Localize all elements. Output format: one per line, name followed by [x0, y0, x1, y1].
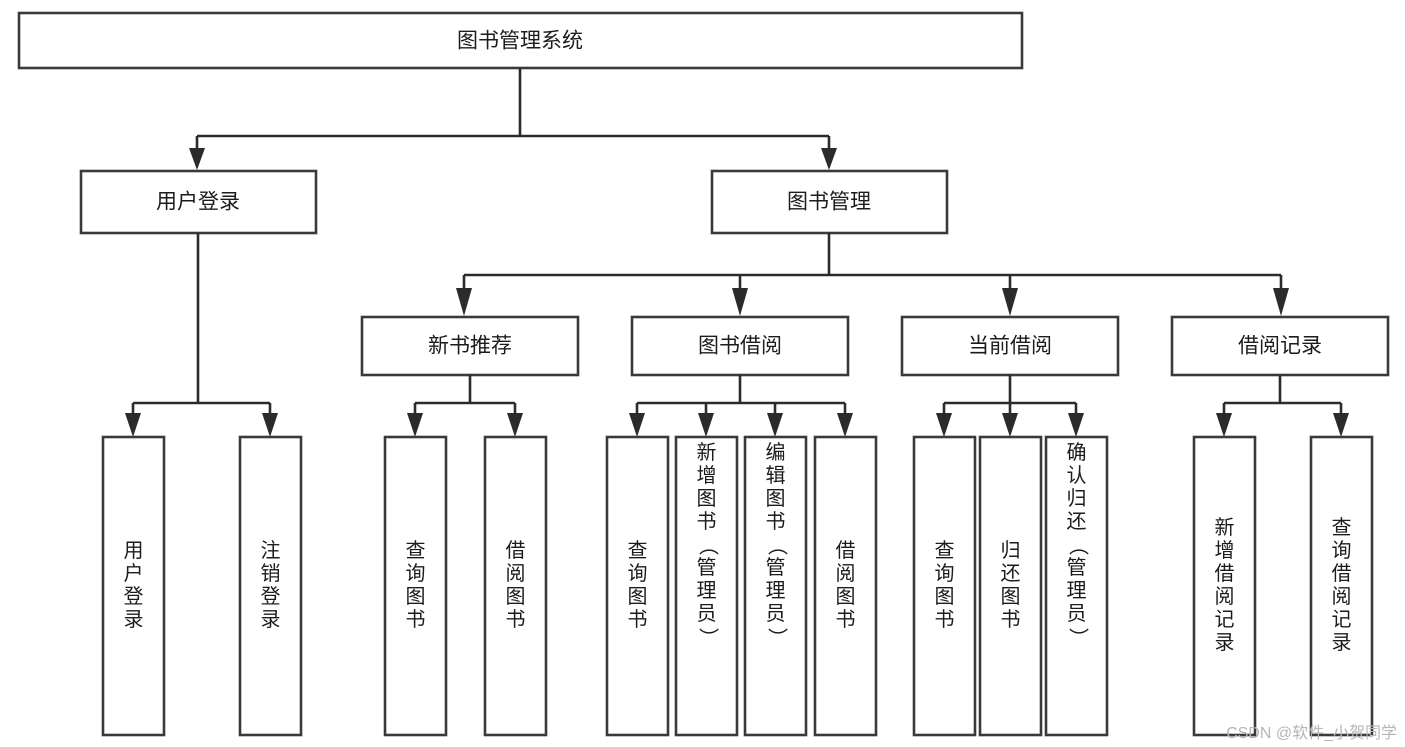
arrow-to-book-manage — [821, 148, 837, 170]
node-root-label: 图书管理系统 — [457, 30, 583, 53]
node-book-manage-box[interactable] — [710, 169, 949, 235]
arrow-to-leaf-add-record — [1216, 413, 1232, 437]
arrow-to-leaf-query-book-1 — [407, 413, 423, 437]
leaf-box-query-book-3[interactable] — [912, 435, 977, 737]
arrow-to-leaf-query-record — [1333, 413, 1349, 437]
node-current-borrow-label: 当前借阅 — [968, 335, 1052, 358]
node-book-manage-label: 图书管理 — [787, 191, 871, 214]
leaf-box-logout[interactable] — [238, 435, 303, 737]
node-user-login-label: 用户登录 — [156, 191, 240, 214]
node-borrow-record-label: 借阅记录 — [1238, 335, 1322, 358]
arrow-to-leaf-edit-book — [767, 413, 783, 437]
arrow-to-leaf-logout — [262, 413, 278, 437]
node-borrow-record-box[interactable] — [1170, 315, 1390, 377]
leaf-box-add-record[interactable] — [1192, 435, 1257, 737]
arrow-to-book-borrow — [732, 288, 748, 316]
arrow-to-borrow-record — [1273, 288, 1289, 316]
leaf-box-borrow-book-1[interactable] — [483, 435, 548, 737]
node-book-borrow-box[interactable] — [630, 315, 850, 377]
arrow-to-current-borrow — [1002, 288, 1018, 316]
leaf-box-add-book[interactable] — [674, 435, 739, 737]
arrow-to-leaf-user-login — [125, 413, 141, 437]
node-current-borrow-box[interactable] — [900, 315, 1120, 377]
leaf-box-confirm-return[interactable] — [1044, 435, 1109, 737]
leaf-box-return-book[interactable] — [978, 435, 1043, 737]
arrow-to-leaf-confirm-return — [1068, 413, 1084, 437]
node-root-box[interactable] — [17, 11, 1024, 70]
leaf-box-query-book-1[interactable] — [383, 435, 448, 737]
arrow-to-leaf-borrow-book-2 — [837, 413, 853, 437]
leaf-box-borrow-book-2[interactable] — [813, 435, 878, 737]
arrow-to-leaf-query-book-3 — [936, 413, 952, 437]
node-book-borrow-label: 图书借阅 — [698, 335, 782, 358]
arrow-to-new-book — [456, 288, 472, 316]
arrow-to-leaf-query-book-2 — [629, 413, 645, 437]
arrow-to-user-login — [189, 148, 205, 170]
arrow-to-leaf-return-book — [1002, 413, 1018, 437]
arrow-to-leaf-borrow-book-1 — [507, 413, 523, 437]
node-new-book-label: 新书推荐 — [428, 335, 512, 358]
leaf-box-user-login[interactable] — [101, 435, 166, 737]
leaf-box-query-record[interactable] — [1309, 435, 1374, 737]
node-new-book-box[interactable] — [360, 315, 580, 377]
csdn-watermark: CSDN @软件_小贺同学 — [1226, 725, 1397, 742]
leaf-box-query-book-2[interactable] — [605, 435, 670, 737]
arrow-to-leaf-add-book — [698, 413, 714, 437]
leaf-box-edit-book[interactable] — [743, 435, 808, 737]
